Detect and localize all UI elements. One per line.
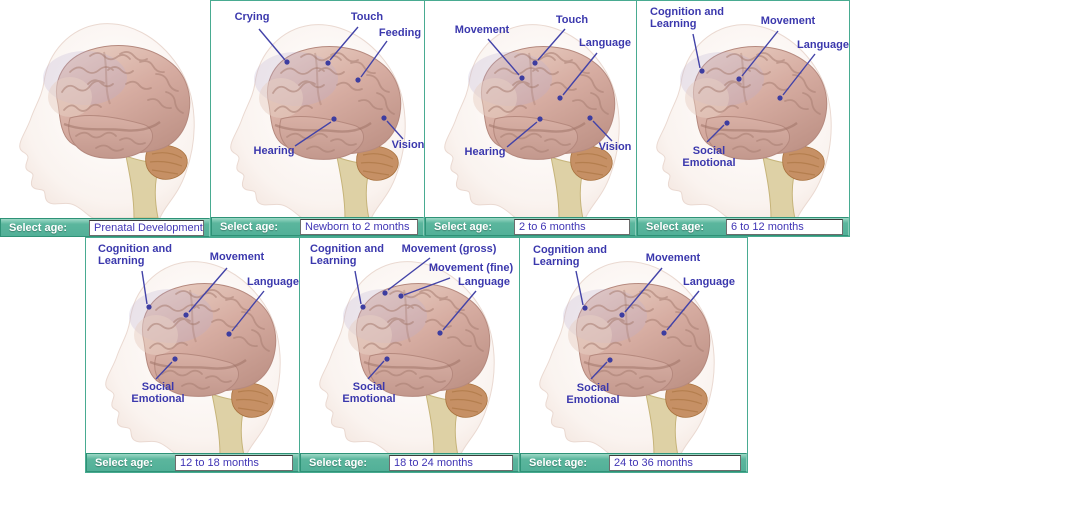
age-bar: Select age: Prenatal Development: [0, 218, 210, 237]
select-age-label: Select age:: [220, 220, 279, 233]
label-touch: Touch: [555, 14, 589, 26]
label-hearing: Hearing: [253, 145, 295, 157]
panel-6-12-months: Cognition and Learning Movement Language…: [636, 0, 850, 237]
label-social-emotional: Social Emotional: [566, 382, 620, 406]
age-dropdown[interactable]: Prenatal Development: [89, 219, 204, 236]
brain-illustration: [18, 22, 196, 218]
select-age-label: Select age:: [646, 220, 705, 233]
age-dropdown[interactable]: Newborn to 2 months: [300, 218, 418, 235]
select-age-label: Select age:: [9, 221, 68, 234]
label-language: Language: [579, 37, 631, 49]
label-movement-gross: Movement (gross): [401, 243, 497, 255]
select-age-label: Select age:: [309, 456, 368, 469]
brain-illustration: [538, 260, 716, 456]
panel-18-24-months: Cognition and Learning Movement (gross) …: [299, 237, 520, 473]
age-dropdown[interactable]: 2 to 6 months: [514, 218, 630, 235]
panel-12-18-months: Cognition and Learning Movement Language…: [85, 237, 300, 473]
age-bar: Select age: 2 to 6 months: [425, 217, 636, 236]
label-cognition-learning: Cognition and Learning: [310, 243, 384, 267]
age-dropdown[interactable]: 18 to 24 months: [389, 454, 513, 471]
age-bar: Select age: 6 to 12 months: [637, 217, 849, 236]
label-movement: Movement: [209, 251, 265, 263]
label-language: Language: [458, 276, 510, 288]
label-movement-fine: Movement (fine): [428, 262, 514, 274]
select-age-label: Select age:: [434, 220, 493, 233]
label-touch: Touch: [350, 11, 384, 23]
age-bar: Select age: 24 to 36 months: [520, 453, 747, 472]
label-social-emotional: Social Emotional: [342, 381, 396, 405]
age-dropdown[interactable]: 6 to 12 months: [726, 218, 843, 235]
brain-illustration: [104, 260, 282, 456]
label-movement: Movement: [645, 252, 701, 264]
label-language: Language: [797, 39, 849, 51]
label-movement: Movement: [760, 15, 816, 27]
panel-prenatal: Select age: Prenatal Development: [0, 0, 210, 237]
label-vision: Vision: [391, 139, 425, 151]
label-vision: Vision: [598, 141, 632, 153]
label-language: Language: [247, 276, 299, 288]
age-dropdown[interactable]: 12 to 18 months: [175, 454, 293, 471]
label-crying: Crying: [234, 11, 270, 23]
panel-24-36-months: Cognition and Learning Movement Language…: [519, 237, 748, 473]
label-social-emotional: Social Emotional: [131, 381, 185, 405]
label-cognition-learning: Cognition and Learning: [98, 243, 172, 267]
age-bar: Select age: 18 to 24 months: [300, 453, 519, 472]
age-bar: Select age: Newborn to 2 months: [211, 217, 424, 236]
label-movement: Movement: [454, 24, 510, 36]
age-bar: Select age: 12 to 18 months: [86, 453, 299, 472]
label-cognition-learning: Cognition and Learning: [533, 244, 607, 268]
label-cognition-learning: Cognition and Learning: [650, 6, 724, 30]
label-feeding: Feeding: [378, 27, 422, 39]
label-hearing: Hearing: [464, 146, 506, 158]
panel-2-6-months: Movement Touch Language Hearing Vision S…: [424, 0, 637, 237]
select-age-label: Select age:: [95, 456, 154, 469]
label-language: Language: [683, 276, 735, 288]
age-dropdown[interactable]: 24 to 36 months: [609, 454, 741, 471]
brain-illustration: [655, 23, 833, 219]
label-social-emotional: Social Emotional: [682, 145, 736, 169]
panel-newborn-2-months: Crying Touch Feeding Hearing Vision Sele…: [210, 0, 425, 237]
select-age-label: Select age:: [529, 456, 588, 469]
